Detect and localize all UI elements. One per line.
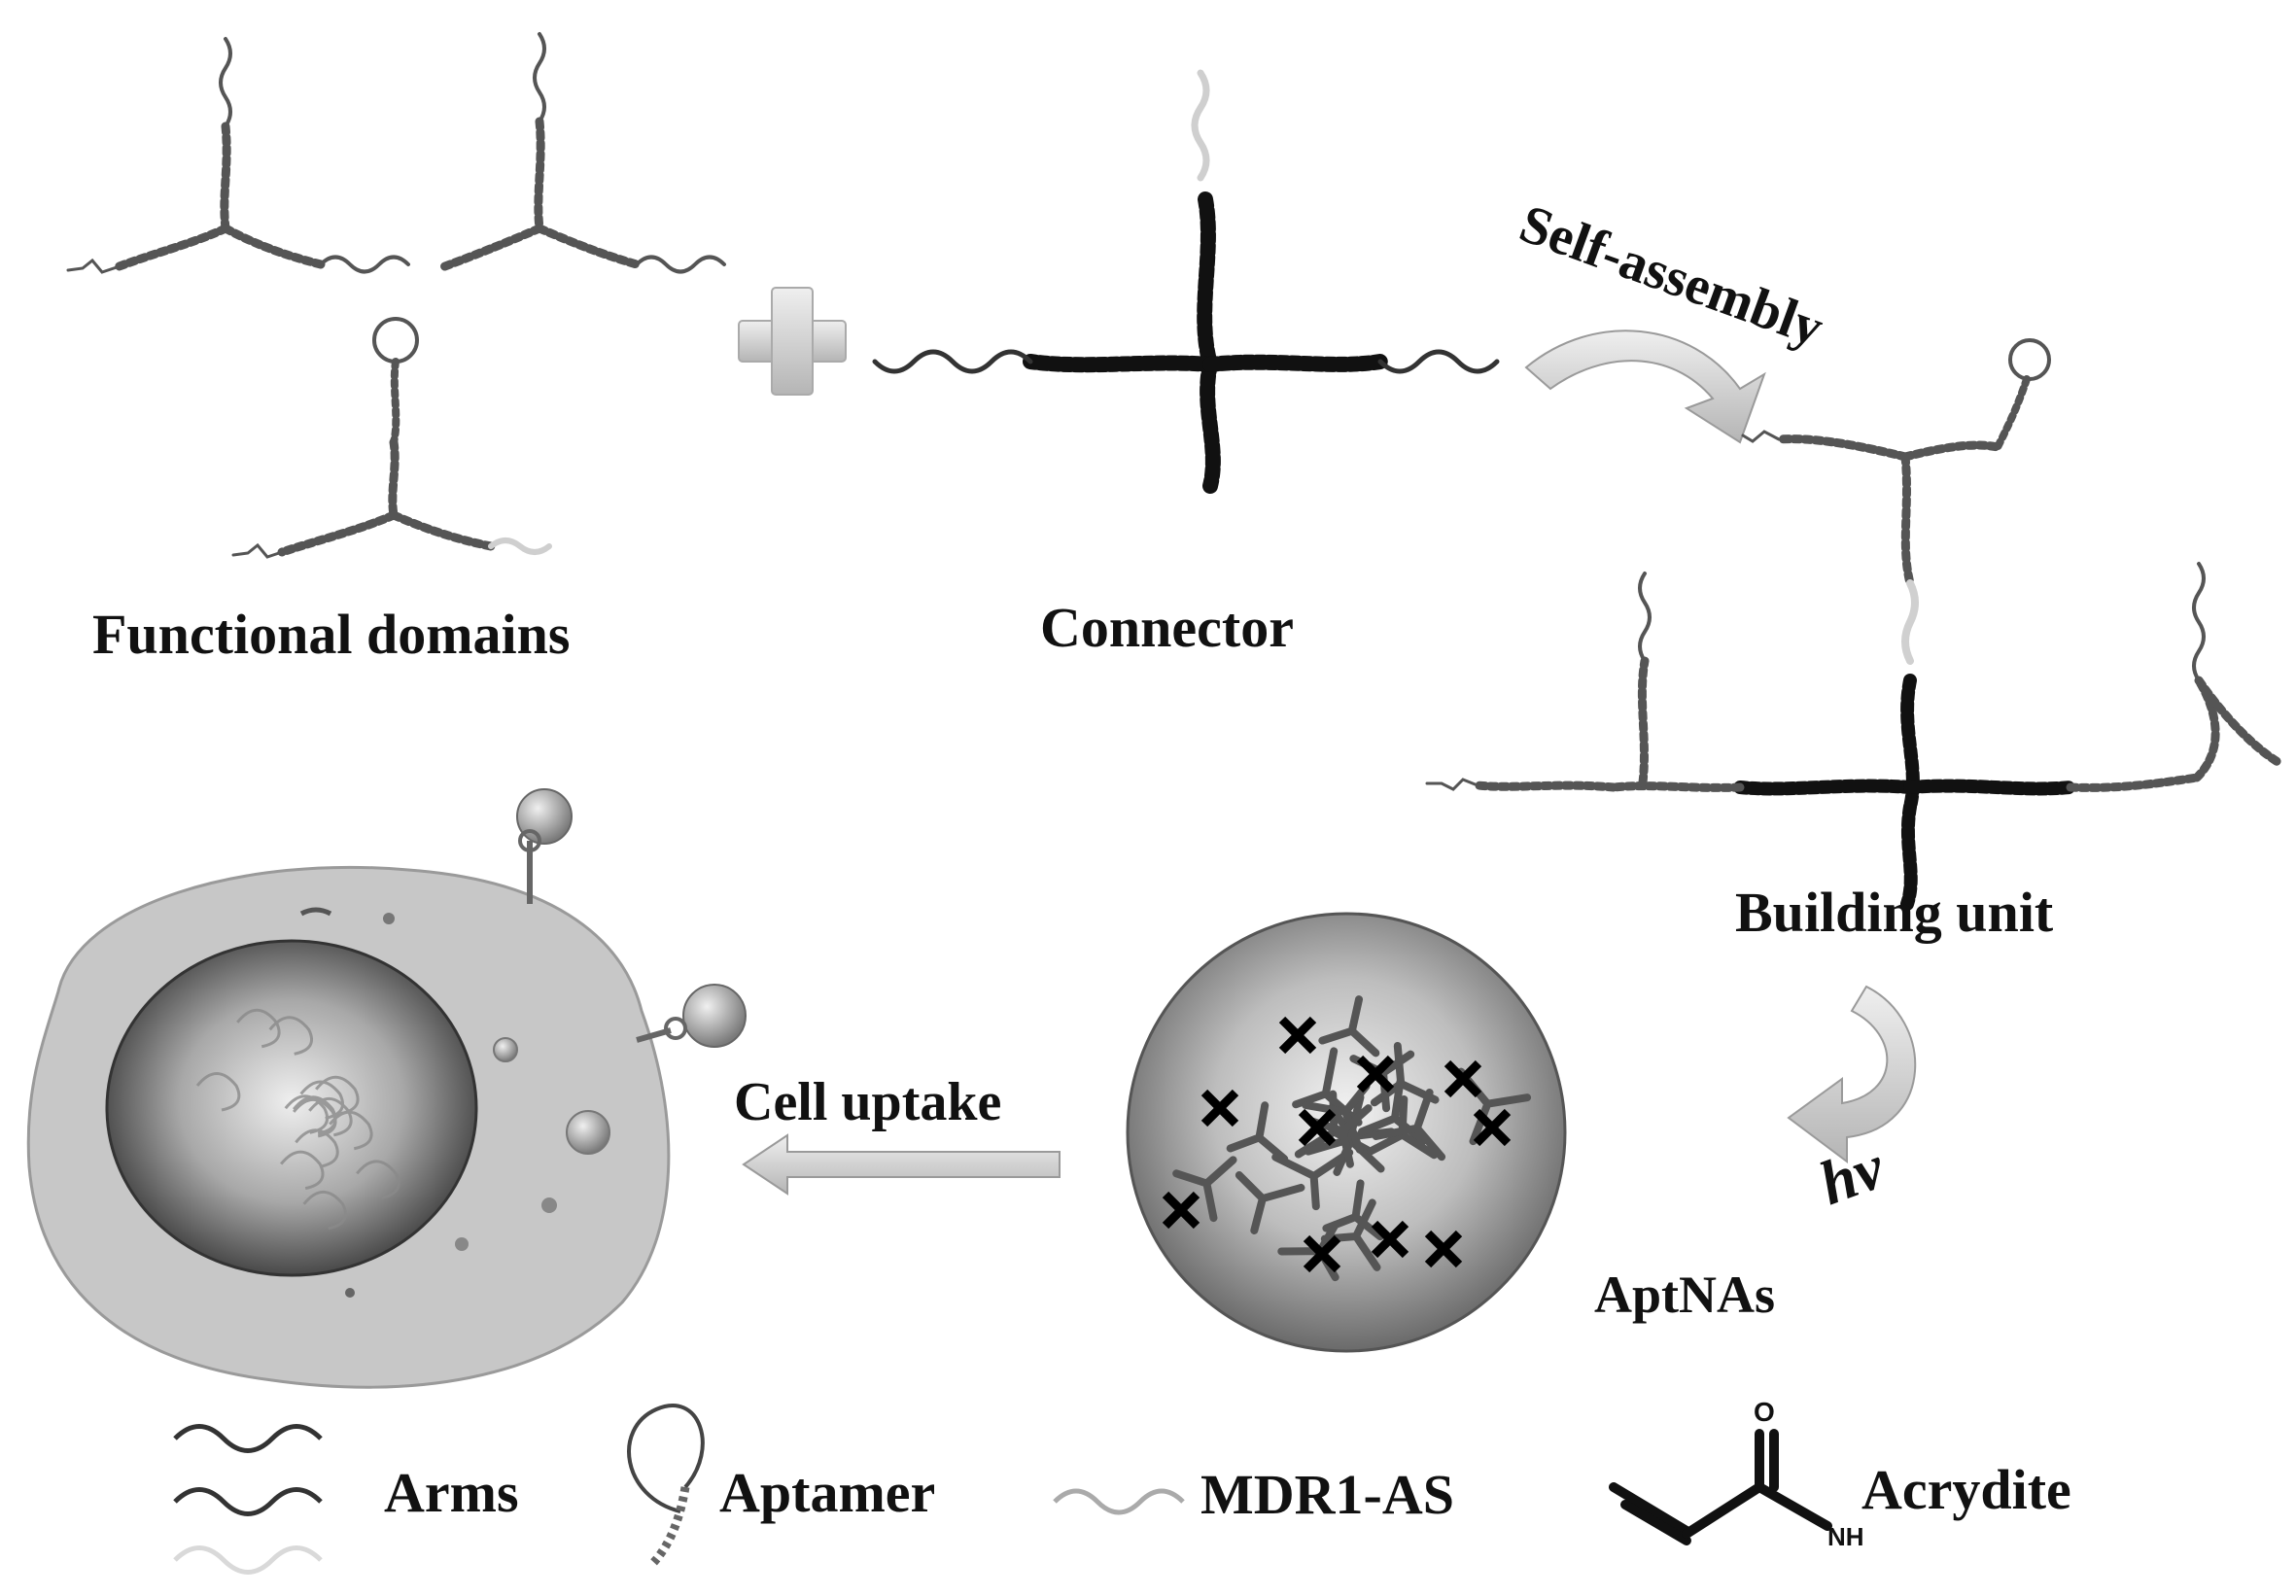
aptnas-label: AptNAs — [1594, 1266, 1775, 1324]
legend-mdr1-icon — [1055, 1491, 1183, 1512]
dot — [541, 1197, 557, 1213]
cell — [28, 789, 746, 1387]
aptnas-sphere — [1128, 914, 1565, 1351]
legend-acrydite-label: Acrydite — [1861, 1458, 2071, 1521]
cell-uptake-label: Cell uptake — [734, 1072, 1001, 1132]
vesicle — [494, 1038, 517, 1061]
functional-domain-2 — [442, 34, 724, 272]
legend-arms-label: Arms — [384, 1461, 519, 1524]
self-assembly-label: Self-assembly — [1513, 193, 1831, 359]
functional-domains-label: Functional domains — [92, 603, 571, 666]
acrydite-structure-icon — [1614, 1434, 1827, 1541]
functional-domain-1 — [68, 39, 408, 272]
acrydite-nh-label: NH — [1827, 1522, 1864, 1551]
building-unit-label: Building unit — [1735, 881, 2054, 944]
dot — [345, 1288, 355, 1298]
legend: Arms Aptamer MDR1-AS O NH Acrydite — [175, 1397, 2071, 1573]
receptor-ball-2 — [637, 985, 746, 1047]
legend-mdr1-as-label: MDR1-AS — [1200, 1463, 1454, 1526]
legend-arms-icon — [175, 1427, 321, 1573]
dot — [383, 913, 395, 924]
aptamer-loop-icon — [629, 1405, 703, 1565]
legend-aptamer-label: Aptamer — [719, 1461, 935, 1524]
receptor-ball-1 — [517, 789, 572, 904]
building-unit — [1427, 340, 2279, 904]
hv-arrow-icon — [1789, 987, 1915, 1162]
nucleus — [107, 941, 476, 1275]
straight-arrow-icon — [744, 1135, 1060, 1194]
connector-label: Connector — [1040, 596, 1294, 659]
functional-domain-aptamer — [233, 319, 549, 557]
vesicle — [567, 1111, 609, 1154]
plus-icon — [739, 288, 846, 395]
dot — [455, 1237, 469, 1251]
acrydite-o-label: O — [1754, 1397, 1775, 1427]
connector-dna — [875, 73, 1497, 486]
curved-arrow-icon — [1526, 330, 1764, 442]
